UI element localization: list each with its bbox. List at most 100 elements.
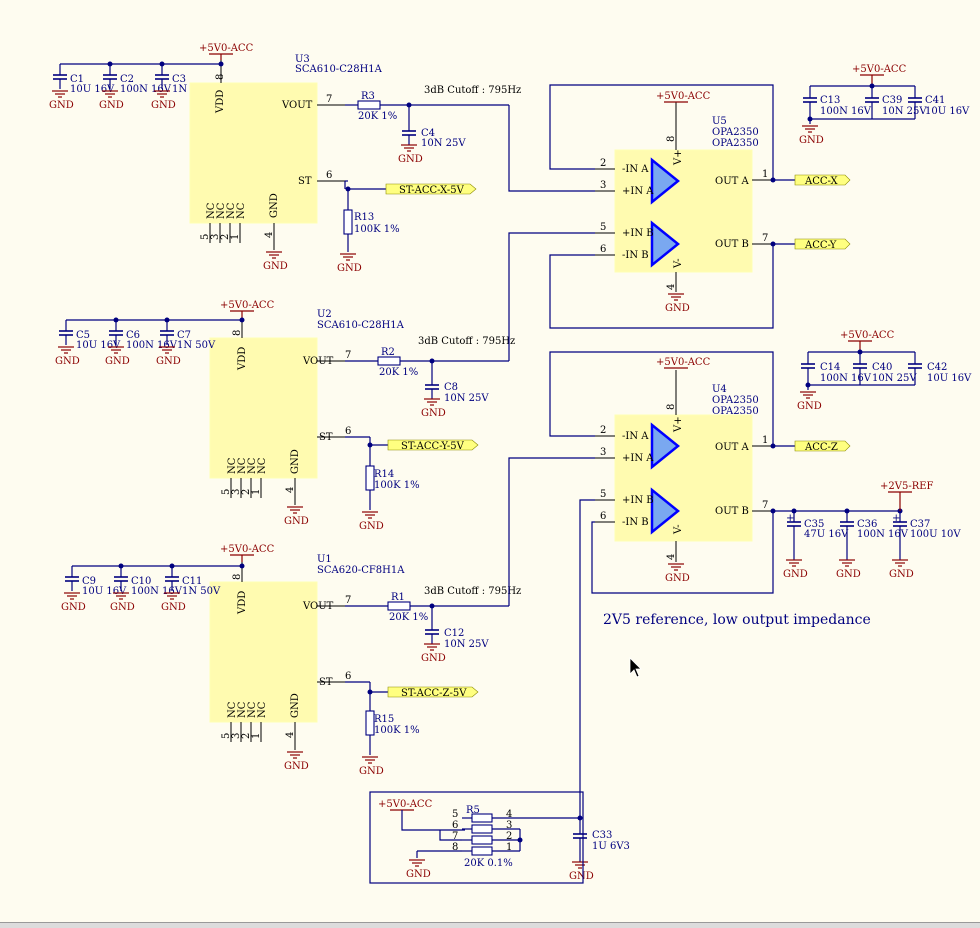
r5-pin2: 2 bbox=[506, 831, 512, 842]
c12-capacitor[interactable] bbox=[425, 626, 439, 644]
r1-resistor[interactable] bbox=[387, 601, 411, 611]
u5-pin2: 2 bbox=[600, 158, 606, 169]
u1-supply: +5V0-ACC bbox=[72, 544, 275, 569]
u5-vplus: V+ bbox=[673, 149, 684, 166]
ground-symbol: GND bbox=[889, 559, 914, 580]
gnd-label: GND bbox=[55, 356, 80, 367]
u1-pin8: 8 bbox=[232, 574, 243, 580]
r5-val: 20K 0.1% bbox=[464, 858, 513, 869]
power-5v0-acc: +5V0-ACC bbox=[220, 300, 275, 311]
cutoff-label-y: 3dB Cutoff : 795Hz bbox=[418, 336, 515, 347]
u3-accelerometer[interactable]: U3 SCA610-C28H1A VDD VOUT ST GND NC NC N… bbox=[189, 54, 383, 250]
u5-pin7: 7 bbox=[762, 233, 768, 244]
u4a-triangle bbox=[650, 422, 680, 470]
net-acc-x-label: ACC-X bbox=[804, 176, 839, 187]
u1-nc2: NC bbox=[237, 701, 248, 718]
net-flag-acc-z[interactable] bbox=[794, 440, 851, 452]
u1-accelerometer[interactable]: U1 SCA620-CF8H1A VDD VOUT ST GND NC NC N… bbox=[209, 554, 405, 750]
r14-resistor[interactable] bbox=[365, 465, 375, 491]
gnd-label: GND bbox=[665, 573, 690, 584]
r13-resistor[interactable] bbox=[343, 209, 353, 235]
u3-pin5: 5 bbox=[200, 234, 211, 240]
ground-c12: GND bbox=[421, 643, 446, 664]
c33-val: 1U 6V3 bbox=[592, 841, 630, 852]
u2-pin5: 5 bbox=[221, 489, 232, 495]
net-flag-acc-y[interactable] bbox=[794, 238, 851, 250]
c13-val: 100N 16V bbox=[820, 106, 872, 117]
u1-pin5: 5 bbox=[221, 733, 232, 739]
u3-pin2: 2 bbox=[220, 234, 231, 240]
net-flag-st-z[interactable] bbox=[387, 686, 479, 698]
u4-vminus: V- bbox=[673, 524, 684, 535]
ground-u1: GND bbox=[284, 751, 309, 772]
ground-c33: GND bbox=[569, 861, 594, 882]
gnd-label: GND bbox=[889, 569, 914, 580]
reference-divider[interactable]: +5V0-ACC R5 20K 0.1% 5 6 7 8 4 3 2 1 C33… bbox=[369, 791, 630, 884]
r5-element-2 bbox=[471, 824, 493, 834]
r3-resistor[interactable] bbox=[357, 100, 381, 110]
c39-val: 10N 25V bbox=[882, 106, 927, 117]
u4-opamp[interactable]: U4 OPA2350 OPA2350 -IN A +IN A +IN B -IN… bbox=[595, 357, 934, 562]
divider-frame bbox=[369, 791, 584, 884]
c8-val: 10N 25V bbox=[444, 393, 489, 404]
net-flag-st-x[interactable] bbox=[385, 183, 477, 195]
net-flag-st-y[interactable] bbox=[387, 439, 479, 451]
u4-inb-neg: -IN B bbox=[622, 517, 649, 528]
gnd-label: GND bbox=[49, 100, 74, 111]
r2-resistor[interactable] bbox=[377, 356, 401, 366]
power-5v0-acc: +5V0-ACC bbox=[220, 544, 275, 555]
c10-val: 100N 16V bbox=[131, 586, 183, 597]
c6-val: 100N 16V bbox=[126, 340, 178, 351]
u3-body bbox=[189, 82, 318, 224]
u1-part: SCA620-CF8H1A bbox=[317, 565, 405, 576]
u3-nc1: NC bbox=[206, 202, 217, 219]
gnd-label: GND bbox=[156, 356, 181, 367]
c1-ref: C1 bbox=[70, 74, 84, 85]
u5-pin8: 8 bbox=[666, 136, 677, 142]
u3-gnd-label: GND bbox=[269, 193, 280, 218]
signal-routing bbox=[508, 84, 774, 818]
net-flag-acc-x[interactable] bbox=[794, 174, 851, 186]
u2-accelerometer[interactable]: U2 SCA610-C28H1A VDD VOUT ST GND NC NC N… bbox=[209, 309, 405, 505]
gnd-label: GND bbox=[783, 569, 808, 580]
ground-r13: GND bbox=[337, 253, 362, 274]
c33-capacitor[interactable] bbox=[573, 832, 587, 848]
ground-symbols: GND GND GND GND GND GND GND GND GND GND GND GND GND G… bbox=[49, 90, 914, 882]
c41-val: 10U 16V bbox=[925, 106, 970, 117]
u2-gnd-label: GND bbox=[290, 449, 301, 474]
u4-pin1: 1 bbox=[762, 435, 768, 446]
u5-pin6: 6 bbox=[600, 244, 606, 255]
u3-pin1: 1 bbox=[230, 234, 241, 240]
r15-resistor[interactable] bbox=[365, 710, 375, 736]
u5-pin3: 3 bbox=[600, 180, 606, 191]
rc-filter-y: R2 20K 1% 3dB Cutoff : 795Hz C8 10N 25V bbox=[345, 336, 515, 404]
u2-nc2: NC bbox=[237, 457, 248, 474]
u1-body bbox=[209, 581, 318, 723]
c4-capacitor[interactable] bbox=[402, 127, 416, 145]
c33-ref: C33 bbox=[592, 830, 612, 841]
ground-u5-decoupling: GND bbox=[799, 125, 824, 146]
c8-capacitor[interactable] bbox=[425, 381, 439, 399]
u4-pin5: 5 bbox=[600, 489, 606, 500]
ground-symbol: GND bbox=[161, 592, 186, 613]
u4-outb: OUT B bbox=[715, 506, 749, 517]
u5-opamp[interactable]: U5 OPA2350 OPA2350 -IN A +IN A +IN B -IN… bbox=[595, 91, 851, 292]
c7-ref: C7 bbox=[177, 330, 191, 341]
